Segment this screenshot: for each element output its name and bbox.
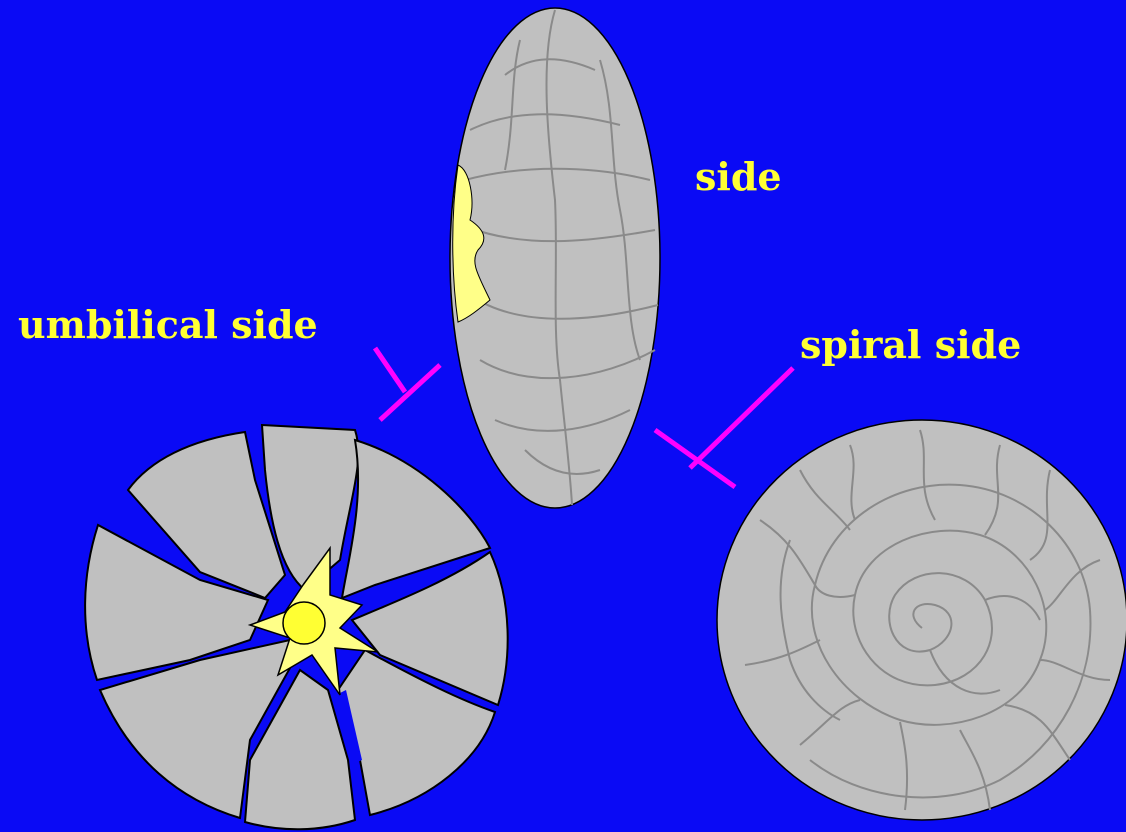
umbilical-center-dot xyxy=(283,602,325,644)
spiral-pointer xyxy=(655,368,793,487)
umbilical-view-shell xyxy=(85,425,508,829)
label-umbilical-side: umbilical side xyxy=(18,306,318,344)
spiral-view-shell xyxy=(717,420,1126,820)
umbilical-pointer xyxy=(375,348,440,420)
label-spiral-side: spiral side xyxy=(800,326,1021,364)
side-view-shell xyxy=(450,8,660,508)
label-side: side xyxy=(695,158,782,196)
